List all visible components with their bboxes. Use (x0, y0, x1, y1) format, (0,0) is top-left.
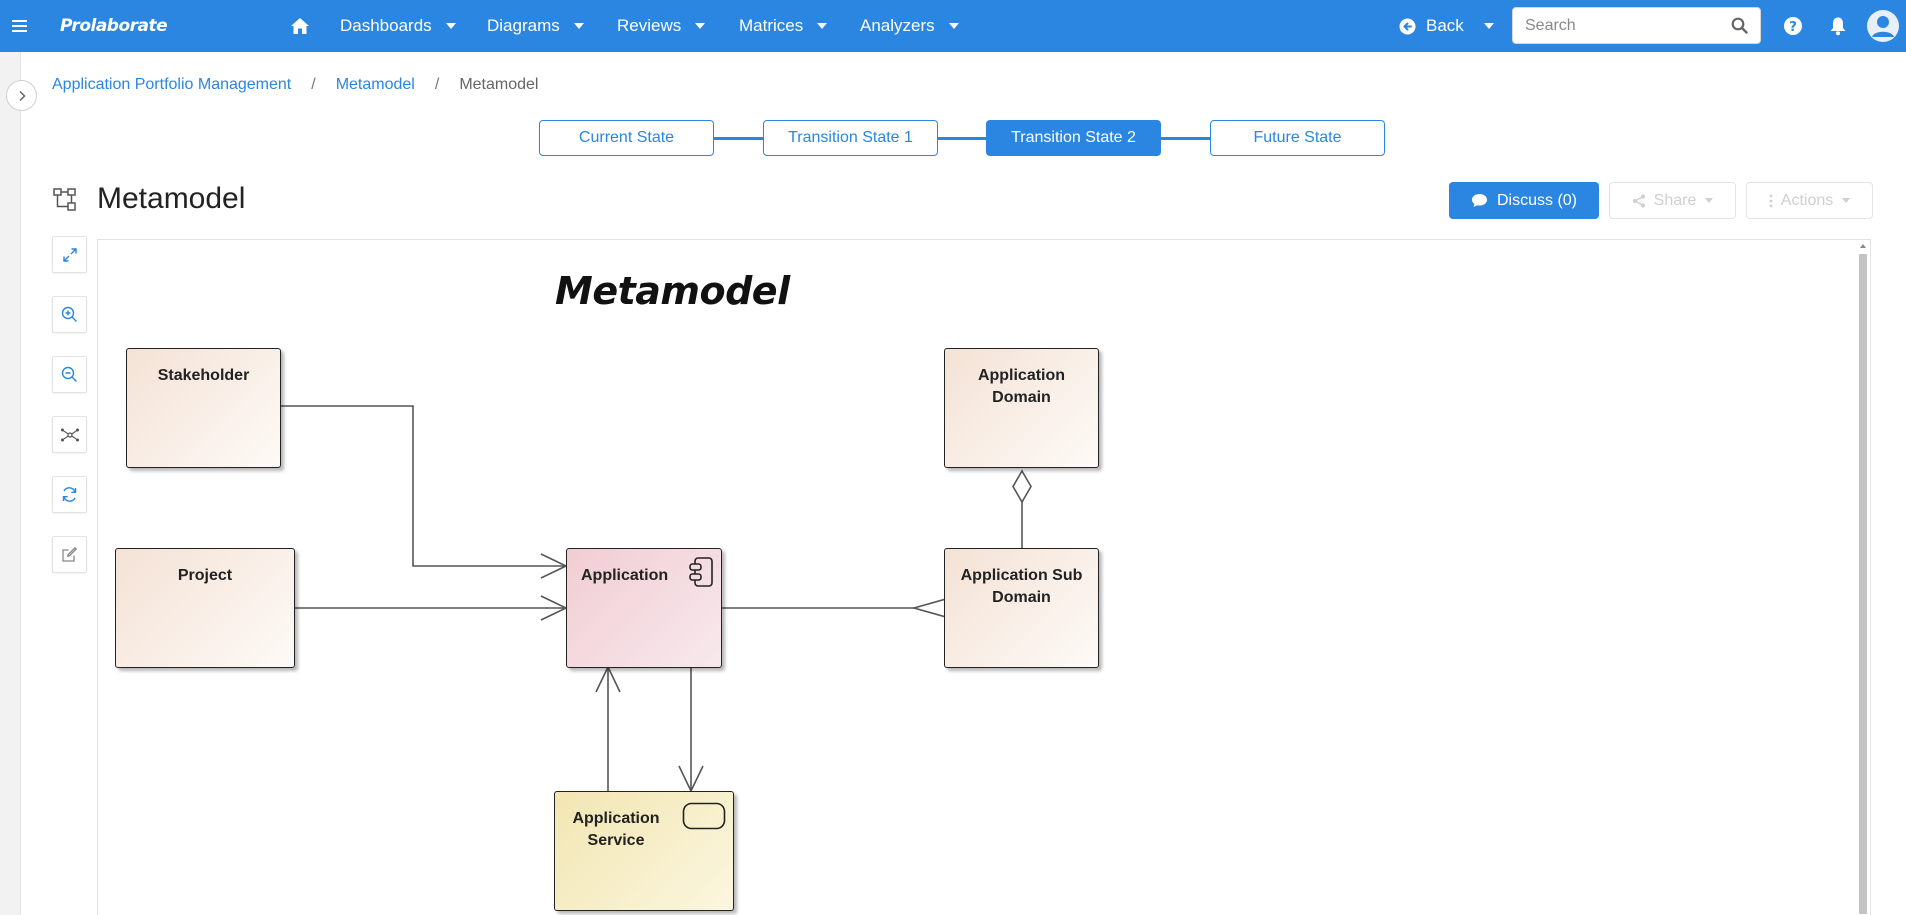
chevron-down-icon (1483, 23, 1494, 29)
edit-icon (62, 546, 78, 562)
zoom-in-icon (61, 306, 77, 322)
fit-to-screen-button[interactable] (52, 236, 87, 273)
chevron-right-icon (18, 90, 26, 101)
element-application-sub-domain-label-line2: Domain (992, 589, 1051, 606)
state-connector-line (700, 137, 1220, 140)
vertical-scrollbar[interactable] (1859, 254, 1867, 914)
breadcrumb-current: Metamodel (459, 76, 539, 93)
nav-reviews-label: Reviews (617, 16, 682, 35)
search-box (1512, 7, 1761, 44)
left-gutter (0, 52, 21, 915)
actions-label: Actions (1780, 191, 1834, 209)
diagram-type-icon (53, 188, 77, 217)
app-logo[interactable]: Prolaborate (60, 16, 168, 36)
aggregation-diamond (1012, 469, 1032, 504)
top-nav-bar: Prolaborate Dashboards Diagrams Reviews … (0, 0, 1906, 52)
chevron-down-icon (573, 23, 584, 29)
chevron-down-icon (445, 23, 456, 29)
element-project-label: Project (177, 567, 233, 584)
tab-future-state[interactable]: Future State (1210, 120, 1385, 156)
breadcrumb: Application Portfolio Management / Metam… (52, 76, 538, 94)
edit-button[interactable] (52, 536, 87, 573)
network-icon (60, 428, 79, 441)
share-button[interactable]: Share (1609, 182, 1736, 219)
expand-icon (62, 247, 77, 262)
search-icon[interactable] (1731, 17, 1748, 34)
chevron-down-icon (1705, 198, 1714, 203)
discuss-label: Discuss (0) (1496, 191, 1577, 209)
nav-matrices-label: Matrices (739, 16, 804, 35)
element-application-domain-label-line1: Application (977, 367, 1066, 384)
kebab-icon (1769, 194, 1773, 207)
connector-stakeholder-application (281, 405, 566, 567)
element-application-sub-domain[interactable]: Application Sub Domain (944, 548, 1099, 668)
menu-icon[interactable] (12, 0, 28, 52)
bell-icon[interactable] (1829, 0, 1847, 52)
comment-icon (1471, 194, 1487, 207)
element-application-domain-label-line2: Domain (992, 389, 1051, 406)
element-application-service-label-line1: Application (572, 810, 660, 827)
element-application-service[interactable]: Application Service (554, 791, 734, 911)
nav-dashboards[interactable]: Dashboards (340, 0, 456, 52)
breadcrumb-separator: / (434, 76, 440, 93)
share-label: Share (1653, 191, 1697, 209)
breadcrumb-separator: / (311, 76, 316, 93)
nav-diagrams-label: Diagrams (487, 16, 560, 35)
sidebar-toggle[interactable] (6, 80, 37, 111)
share-icon (1632, 194, 1645, 207)
actions-button[interactable]: Actions (1746, 182, 1873, 219)
svg-text:?: ? (1789, 20, 1797, 35)
scroll-up-arrow[interactable] (1860, 244, 1866, 248)
nav-matrices[interactable]: Matrices (739, 0, 828, 52)
chevron-down-icon (817, 23, 828, 29)
discuss-button[interactable]: Discuss (0) (1449, 182, 1599, 219)
tab-current-state[interactable]: Current State (539, 120, 714, 156)
back-button[interactable]: Back (1399, 0, 1494, 52)
service-icon (682, 802, 726, 830)
chevron-down-icon (948, 23, 959, 29)
element-project[interactable]: Project (115, 548, 295, 668)
zoom-out-icon (61, 366, 77, 382)
chevron-down-icon (695, 23, 706, 29)
element-application[interactable]: Application (566, 548, 722, 668)
back-label: Back (1426, 16, 1464, 35)
nav-analyzers[interactable]: Analyzers (860, 0, 959, 52)
element-application-service-label-line2: Service (587, 832, 645, 849)
element-stakeholder[interactable]: Stakeholder (126, 348, 281, 468)
back-arrow-icon (1399, 18, 1416, 34)
tab-transition-state-1[interactable]: Transition State 1 (763, 120, 938, 156)
element-application-label: Application (581, 567, 669, 584)
search-input[interactable] (1525, 15, 1725, 37)
element-application-sub-domain-label-line1: Application Sub (960, 567, 1083, 584)
nav-diagrams[interactable]: Diagrams (487, 0, 584, 52)
chevron-down-icon (1842, 198, 1851, 203)
breadcrumb-application-portfolio-management[interactable]: Application Portfolio Management (52, 76, 292, 93)
zoom-in-button[interactable] (52, 296, 87, 333)
refresh-icon (62, 487, 77, 502)
home-icon[interactable] (290, 0, 310, 52)
element-stakeholder-label: Stakeholder (157, 367, 250, 384)
nav-dashboards-label: Dashboards (340, 16, 432, 35)
zoom-out-button[interactable] (52, 356, 87, 393)
element-application-domain[interactable]: Application Domain (944, 348, 1099, 468)
diagram-canvas[interactable]: Metamodel Stakeholder Project App (97, 239, 1871, 915)
traceability-button[interactable] (52, 416, 87, 453)
tab-transition-state-2[interactable]: Transition State 2 (986, 120, 1161, 156)
nav-analyzers-label: Analyzers (860, 16, 935, 35)
component-icon (689, 557, 713, 587)
refresh-button[interactable] (52, 476, 87, 513)
avatar[interactable] (1866, 0, 1900, 52)
breadcrumb-metamodel-package[interactable]: Metamodel (335, 76, 415, 93)
nav-reviews[interactable]: Reviews (617, 0, 706, 52)
diagram-title: Metamodel (555, 269, 790, 313)
help-icon[interactable]: ? (1783, 0, 1803, 52)
page-title: Metamodel (97, 182, 246, 215)
